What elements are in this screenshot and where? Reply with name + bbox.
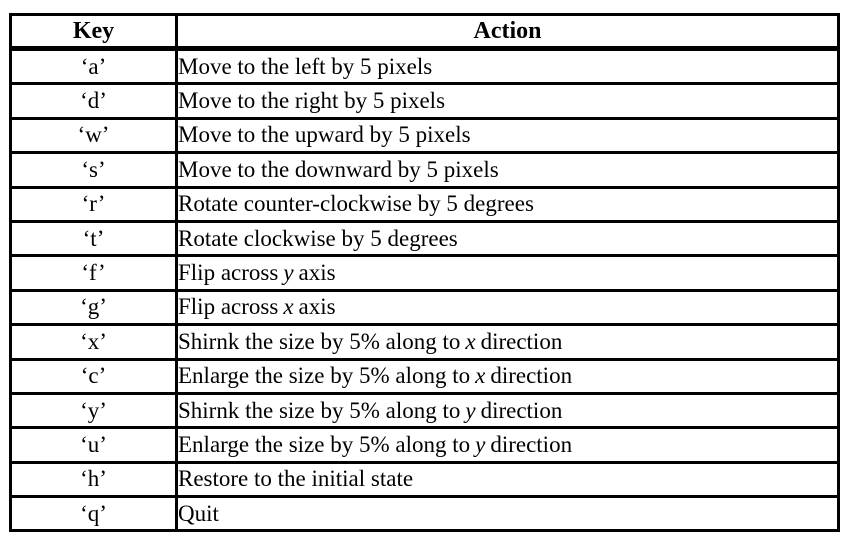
action-text: Rotate clockwise by 5 degrees — [178, 225, 458, 251]
key-cell: ‘s’ — [9, 151, 178, 189]
action-cell: Move to the right by 5 pixels — [175, 82, 840, 120]
action-text: Move to the upward by 5 pixels — [178, 122, 471, 148]
math-variable: x — [475, 363, 486, 389]
table-row: ‘h’ Restore to the initial state — [9, 460, 840, 499]
action-cell: Restore to the initial state — [175, 460, 840, 499]
action-text-suffix: direction — [490, 363, 573, 389]
action-cell: Rotate counter-clockwise by 5 degrees — [175, 185, 840, 223]
table-body: ‘a’ Move to the left by 5 pixels ‘d’ Mov… — [9, 46, 840, 533]
action-text: Flip across — [178, 294, 279, 320]
action-text-suffix: direction — [490, 431, 573, 457]
key-cell: ‘t’ — [9, 219, 178, 258]
table-row: ‘t’ Rotate clockwise by 5 degrees — [9, 219, 840, 258]
key-cell: ‘f’ — [9, 254, 178, 292]
action-text: Shirnk the size by 5% along to — [178, 328, 461, 354]
table-header: Key Action — [9, 13, 840, 51]
action-text-suffix: direction — [480, 328, 563, 354]
key-cell: ‘c’ — [9, 357, 178, 395]
table-row: ‘w’ Move to the upward by 5 pixels — [9, 116, 840, 155]
action-cell: Move to the downward by 5 pixels — [175, 151, 840, 189]
math-variable: y — [283, 260, 294, 286]
action-text: Enlarge the size by 5% along to — [178, 363, 471, 389]
action-cell: Move to the left by 5 pixels — [175, 46, 840, 86]
action-text: Move to the right by 5 pixels — [178, 88, 446, 114]
table-row: ‘r’ Rotate counter-clockwise by 5 degree… — [9, 185, 840, 223]
math-variable: y — [475, 431, 486, 457]
header-action: Action — [175, 13, 840, 51]
action-cell: Quit — [175, 495, 840, 533]
key-cell: ‘r’ — [9, 185, 178, 223]
key-cell: ‘a’ — [9, 46, 178, 86]
table-row: ‘d’ Move to the right by 5 pixels — [9, 82, 840, 120]
key-cell: ‘h’ — [9, 460, 178, 499]
action-cell: Move to the upward by 5 pixels — [175, 116, 840, 155]
key-action-table: Key Action ‘a’ Move to the left by 5 pix… — [9, 13, 840, 533]
key-cell: ‘w’ — [9, 116, 178, 155]
action-text: Flip across — [178, 260, 279, 286]
math-variable: x — [283, 294, 294, 320]
action-text: Restore to the initial state — [178, 466, 414, 492]
action-text-suffix: axis — [298, 294, 336, 320]
action-text: Shirnk the size by 5% along to — [178, 397, 461, 423]
table-row: ‘a’ Move to the left by 5 pixels — [9, 46, 840, 86]
action-cell: Rotate clockwise by 5 degrees — [175, 219, 840, 258]
key-cell: ‘q’ — [9, 495, 178, 533]
key-cell: ‘x’ — [9, 323, 178, 361]
action-text-suffix: axis — [298, 260, 336, 286]
action-text: Move to the downward by 5 pixels — [178, 156, 499, 182]
math-variable: y — [465, 397, 476, 423]
table-row: ‘s’ Move to the downward by 5 pixels — [9, 151, 840, 189]
header-key: Key — [9, 13, 178, 51]
action-text: Enlarge the size by 5% along to — [178, 431, 471, 457]
key-cell: ‘y’ — [9, 391, 178, 430]
header-row: Key Action — [9, 13, 840, 51]
key-cell: ‘u’ — [9, 426, 178, 464]
key-cell: ‘g’ — [9, 288, 178, 327]
key-cell: ‘d’ — [9, 82, 178, 120]
action-text-suffix: direction — [480, 397, 563, 423]
math-variable: x — [465, 328, 476, 354]
action-text: Move to the left by 5 pixels — [178, 53, 433, 79]
table-row: ‘q’ Quit — [9, 495, 840, 533]
action-text: Quit — [178, 500, 219, 526]
action-text: Rotate counter-clockwise by 5 degrees — [178, 191, 534, 217]
